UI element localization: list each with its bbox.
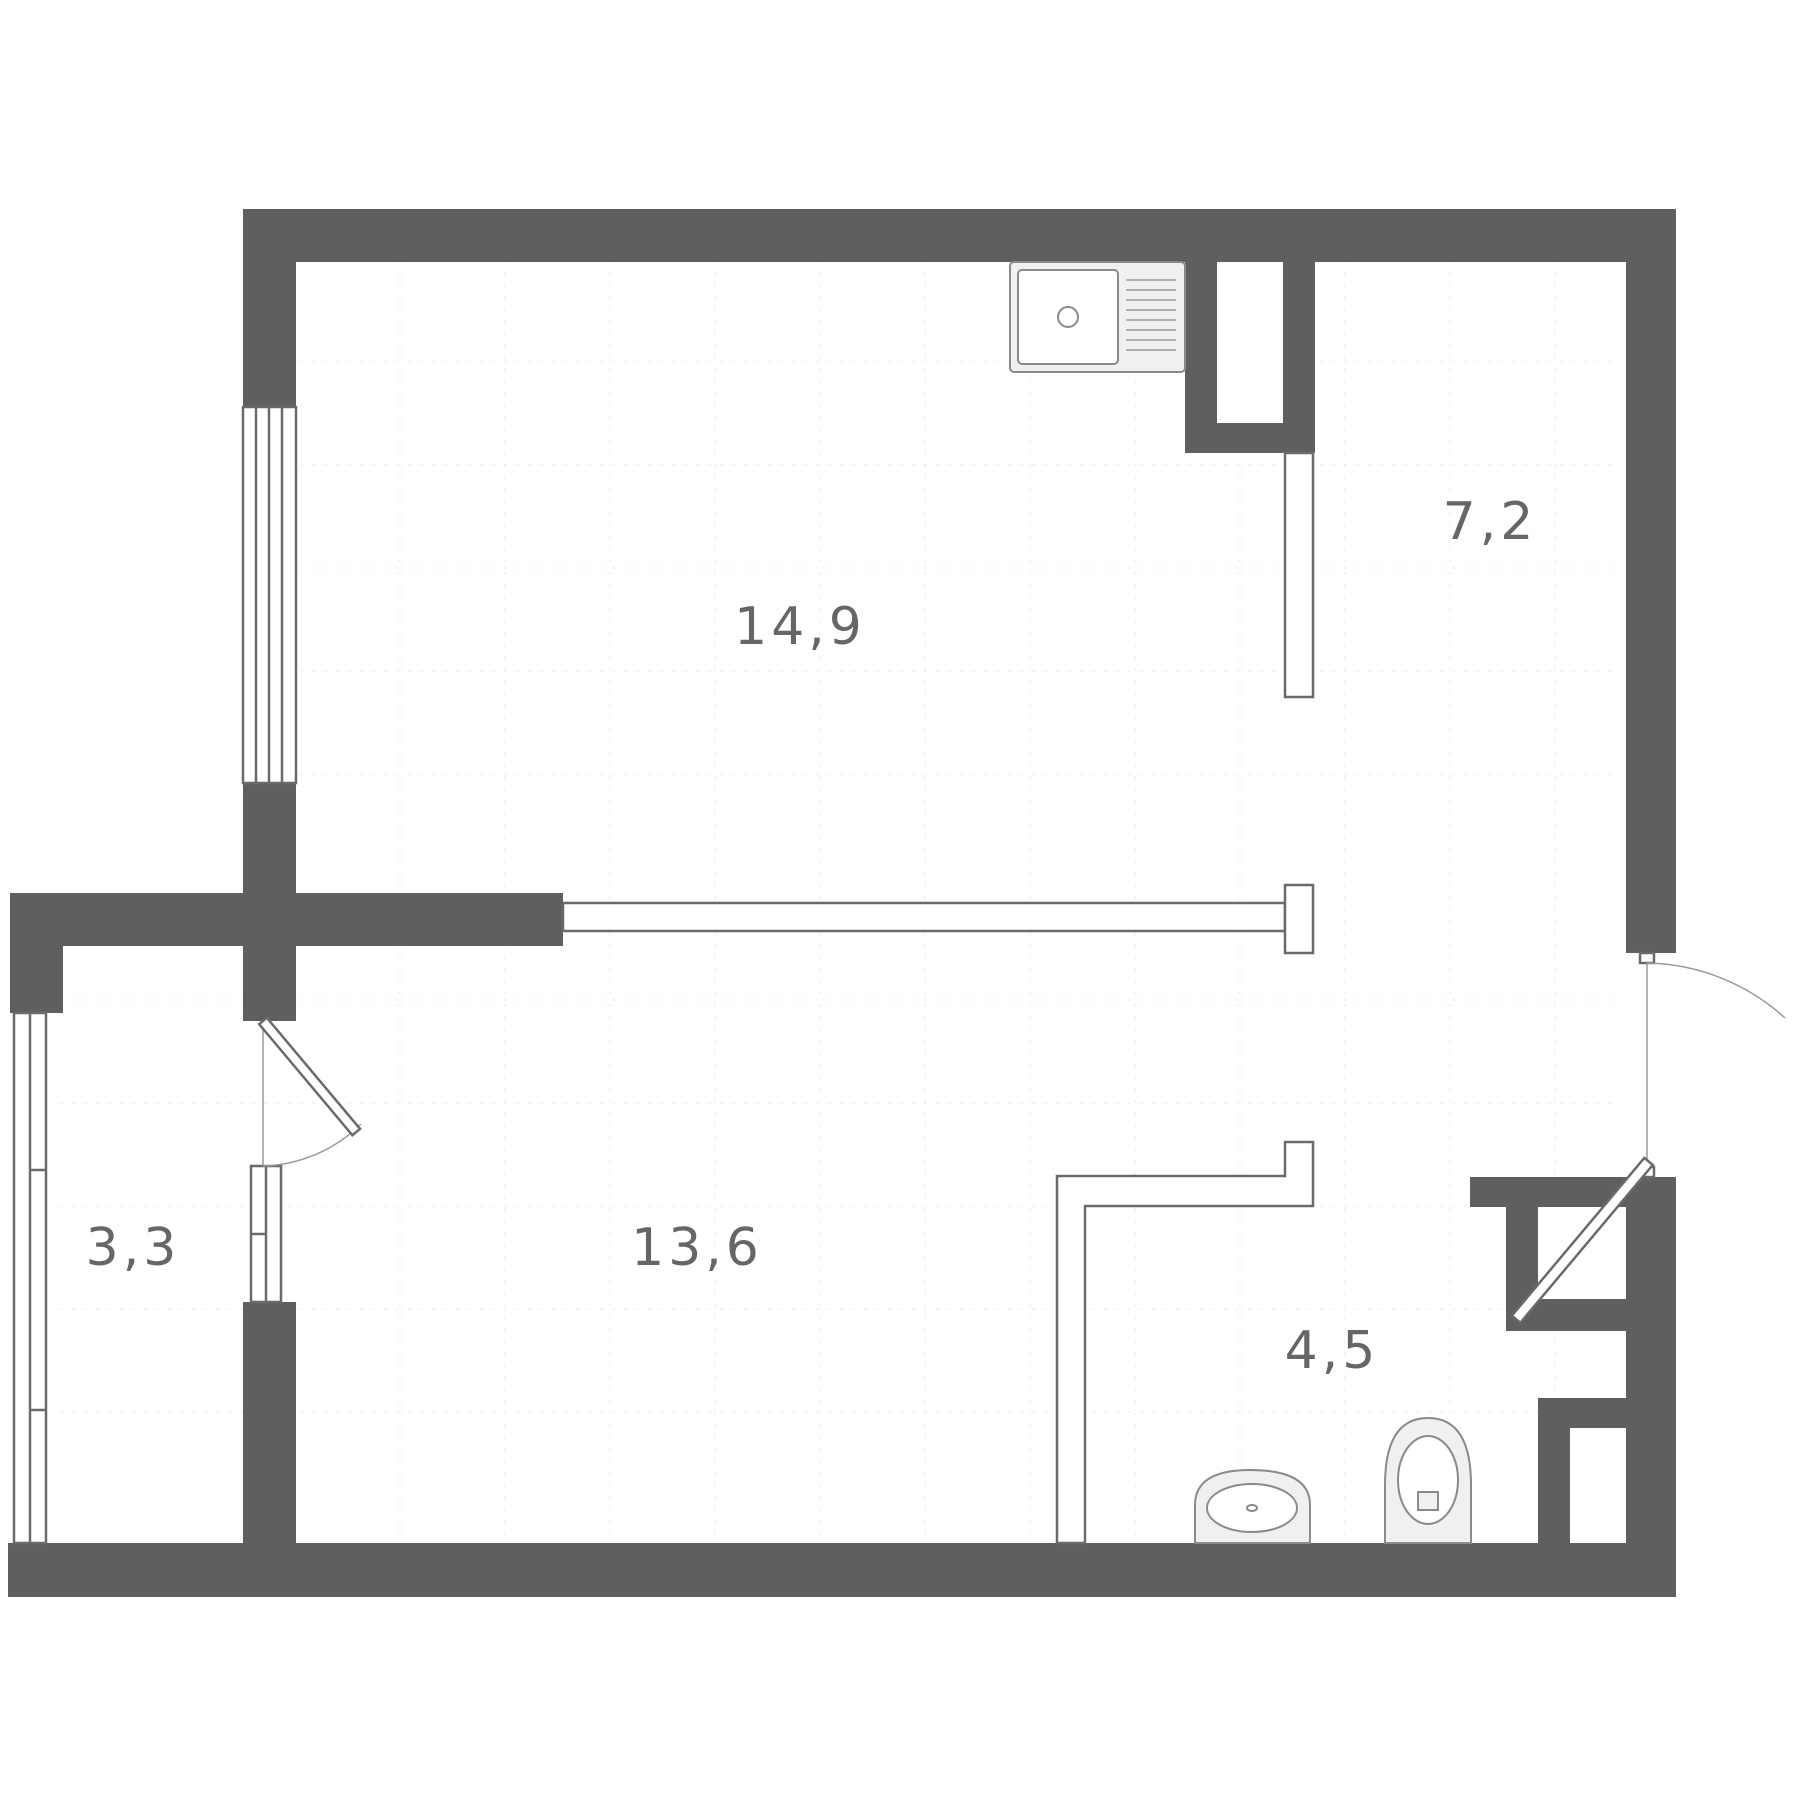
- kitchen-sink: [1009, 261, 1186, 373]
- door-entrance-jamb-top: [1638, 951, 1656, 965]
- room-labels: 14,9 7,2 13,6 3,3 4,5: [86, 492, 1538, 1381]
- wall-balcony-left-stub: [10, 893, 63, 1013]
- partition-kitchen-hall: [1283, 451, 1315, 699]
- windows: [12, 405, 298, 1545]
- door-balcony: [257, 1016, 362, 1167]
- room-area-bedroom: 13,6: [631, 1218, 763, 1278]
- wall-bottom: [8, 1543, 1676, 1597]
- window-living: [241, 405, 298, 785]
- shaft-bath-lower-inner: [1570, 1428, 1626, 1543]
- room-area-hallway: 7,2: [1443, 492, 1538, 552]
- shaft-top-inner: [1217, 262, 1283, 423]
- room-area-balcony: 3,3: [86, 1218, 181, 1278]
- partition-living-bedroom: [561, 901, 1287, 933]
- walls: [8, 209, 1676, 1597]
- room-area-kitchen-living: 14,9: [734, 597, 866, 657]
- fixtures: [1009, 261, 1472, 1544]
- partitions: [561, 451, 1315, 1545]
- bathroom-washbasin: [1194, 1468, 1311, 1544]
- wall-middle-horizontal: [10, 893, 563, 946]
- bathroom-toilet: [1384, 1416, 1472, 1544]
- floor-grid: [60, 260, 1620, 1540]
- window-balcony: [12, 1011, 48, 1545]
- window-bedroom-balcony: [249, 1164, 283, 1304]
- partition-living-bedroom-end: [1283, 883, 1315, 955]
- door-entrance: [1510, 951, 1786, 1325]
- wall-top: [243, 209, 1676, 262]
- room-area-bathroom: 4,5: [1285, 1321, 1380, 1381]
- wall-right-upper: [1626, 209, 1676, 953]
- partition-bathroom: [1055, 1140, 1315, 1545]
- doors: [257, 951, 1786, 1325]
- wall-left-upper: [243, 209, 296, 407]
